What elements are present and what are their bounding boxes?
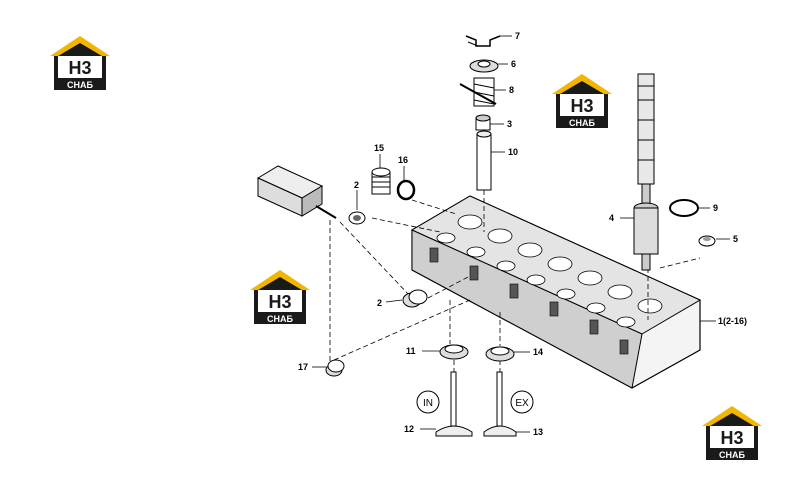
logo-mark: H3 [68,58,91,78]
callout-7: 7 [500,31,520,41]
callout-12-label: 12 [404,424,414,434]
callout-1: 1(2-16) [700,316,747,326]
part-11-valve-seat-insert [439,344,469,360]
callout-9-label: 9 [713,203,718,213]
callout-5: 5 [716,234,738,244]
part-6-spring-retainer [469,59,499,73]
logo-mark: H3 [268,292,291,312]
part-10-valve-guide [476,130,492,191]
callout-2-upper-label: 2 [354,180,359,190]
callout-13-label: 13 [533,427,543,437]
watermark-logo: H3 CHAБ [552,74,612,128]
sensor-module-part [256,165,337,219]
logo-caption: CHAБ [719,450,745,460]
callout-14: 14 [514,347,543,357]
callout-2-lower-label: 2 [377,298,382,308]
callout-10: 10 [491,147,518,157]
logo-mark: H3 [720,428,743,448]
callout-8-label: 8 [509,85,514,95]
callout-17-label: 17 [298,362,308,372]
callout-13: 13 [516,427,543,437]
callout-1-label: 1(2-16) [718,316,747,326]
exhaust-marker: EX [510,390,534,414]
watermark-logo: H3 CHAБ [250,270,310,324]
callout-3-label: 3 [507,119,512,129]
logo-mark: H3 [570,96,593,116]
callout-6-label: 6 [511,59,516,69]
callout-7-label: 7 [515,31,520,41]
callout-2-upper: 2 [354,180,359,210]
part-14-valve-seat-insert [485,346,515,362]
part-8-valve-spring [459,77,497,107]
part-17-plug [325,359,345,377]
watermark-logo: H3 CHAБ [50,36,110,90]
logo-caption: CHAБ [267,314,293,324]
callout-12: 12 [404,424,436,434]
part-13-exhaust-valve [483,371,517,437]
part-7-valve-keeper [465,35,501,47]
callout-4-label: 4 [609,213,614,223]
part-3-valve-seal [475,114,491,131]
callout-2-lower: 2 [377,298,403,308]
intake-marker: IN [416,390,440,414]
callout-8: 8 [494,85,514,95]
callout-3: 3 [490,119,512,129]
callout-15-label: 15 [374,143,384,153]
callout-6: 6 [498,59,516,69]
callout-10-label: 10 [508,147,518,157]
logo-caption: CHAБ [569,118,595,128]
callout-17: 17 [298,362,326,372]
callout-4: 4 [609,213,634,223]
part-16-o-ring [396,179,416,201]
part-15-sleeve [371,167,391,195]
exhaust-marker-label: EX [515,398,529,409]
callout-14-label: 14 [533,347,543,357]
callout-9: 9 [698,203,718,213]
callout-16-label: 16 [398,155,408,165]
part-2-plug-lower [402,289,428,308]
callout-15: 15 [374,143,384,168]
watermark-logo: H3 CHAБ [702,406,762,460]
part-5-washer [698,235,716,247]
callout-5-label: 5 [733,234,738,244]
part-9-sealing-ring [669,199,699,217]
callout-11-label: 11 [406,346,416,356]
logo-caption: CHAБ [67,80,93,90]
part-12-intake-valve [435,371,473,437]
callout-16: 16 [398,155,408,180]
intake-marker-label: IN [423,398,433,409]
callout-11: 11 [406,346,440,356]
part-4-injector [633,73,659,271]
